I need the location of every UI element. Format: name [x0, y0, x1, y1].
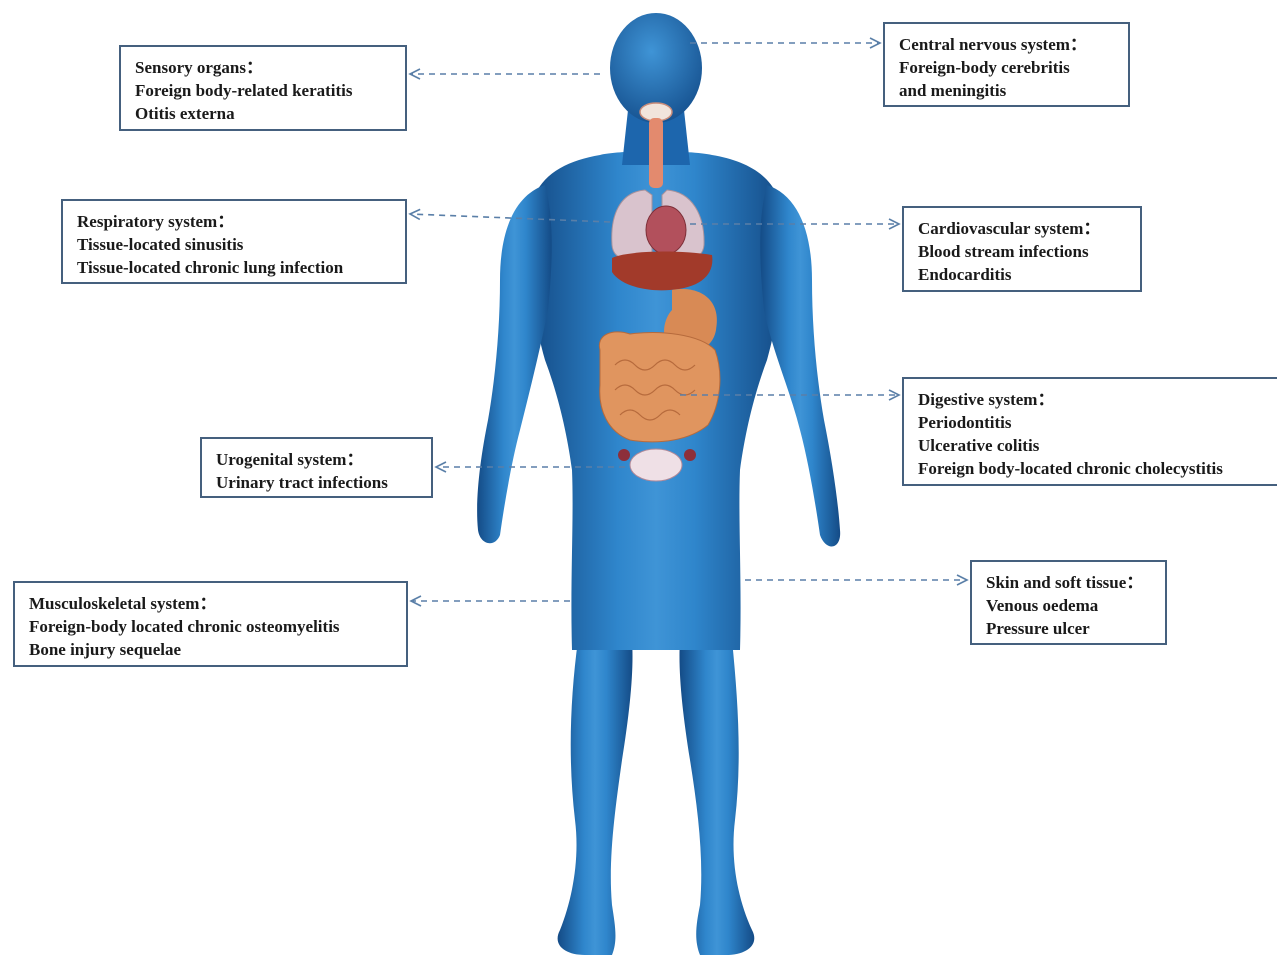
- box-title: Musculoskeletal system：: [29, 592, 394, 615]
- box-item: Ulcerative colitis: [918, 434, 1265, 457]
- right-leg: [679, 640, 754, 955]
- skin-soft-tissue-box: Skin and soft tissue： Venous oedema Pres…: [970, 560, 1167, 645]
- box-title: Respiratory system：: [77, 210, 393, 233]
- right-kidney: [684, 449, 696, 461]
- box-item: Tissue-located sinusitis: [77, 233, 393, 256]
- box-item: Periodontitis: [918, 411, 1265, 434]
- box-title: Urogenital system：: [216, 448, 419, 471]
- box-item: Foreign-body cerebritis: [899, 56, 1116, 79]
- box-item: Urinary tract infections: [216, 471, 419, 494]
- trachea: [649, 118, 663, 188]
- central-nervous-system-box: Central nervous system： Foreign-body cer…: [883, 22, 1130, 107]
- box-item: Blood stream infections: [918, 240, 1128, 263]
- urogenital-system-box: Urogenital system： Urinary tract infecti…: [200, 437, 433, 498]
- box-item: Foreign-body located chronic osteomyelit…: [29, 615, 394, 638]
- musculoskeletal-system-box: Musculoskeletal system： Foreign-body loc…: [13, 581, 408, 667]
- cardiovascular-system-box: Cardiovascular system： Blood stream infe…: [902, 206, 1142, 292]
- box-item: Tissue-located chronic lung infection: [77, 256, 393, 279]
- respiratory-system-box: Respiratory system： Tissue-located sinus…: [61, 199, 407, 284]
- box-item: Pressure ulcer: [986, 617, 1153, 640]
- left-arm: [477, 185, 552, 543]
- sensory-organs-box: Sensory organs： Foreign body-related ker…: [119, 45, 407, 131]
- box-item: Foreign body-located chronic cholecystit…: [918, 457, 1265, 480]
- box-title: Central nervous system：: [899, 33, 1116, 56]
- digestive-system-box: Digestive system： Periodontitis Ulcerati…: [902, 377, 1277, 486]
- box-title: Cardiovascular system：: [918, 217, 1128, 240]
- box-item: Endocarditis: [918, 263, 1128, 286]
- left-kidney: [618, 449, 630, 461]
- box-item: and meningitis: [899, 79, 1116, 102]
- left-leg: [558, 640, 633, 955]
- heart: [646, 206, 686, 254]
- box-item: Otitis externa: [135, 102, 393, 125]
- right-arm: [760, 185, 840, 546]
- bladder: [630, 449, 682, 481]
- box-item: Foreign body-related keratitis: [135, 79, 393, 102]
- box-title: Digestive system：: [918, 388, 1265, 411]
- box-item: Venous oedema: [986, 594, 1153, 617]
- box-title: Sensory organs：: [135, 56, 393, 79]
- box-title: Skin and soft tissue：: [986, 571, 1153, 594]
- box-item: Bone injury sequelae: [29, 638, 394, 661]
